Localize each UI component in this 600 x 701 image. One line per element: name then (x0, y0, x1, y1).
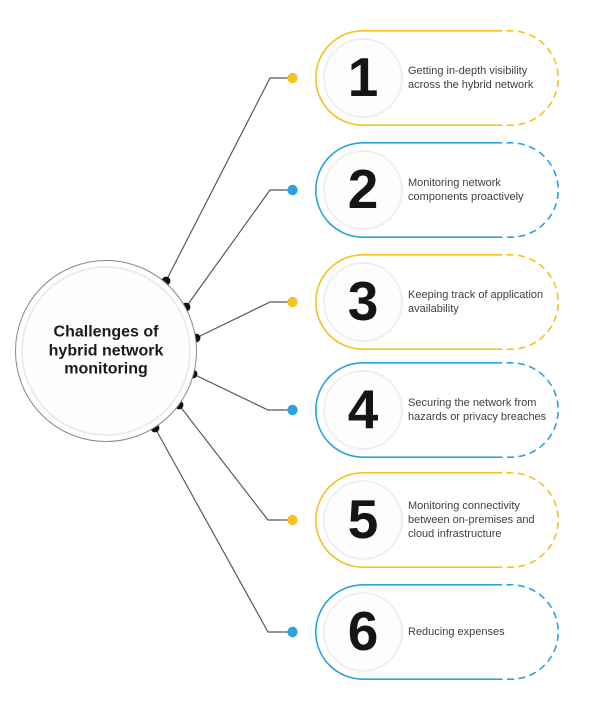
card-number: 5 (347, 487, 379, 550)
card-number: 6 (347, 599, 379, 662)
card-description: Reducing expenses (408, 626, 505, 638)
challenge-card-2: 2 Monitoring network components proactiv… (315, 142, 559, 238)
card-accent-dot (287, 184, 298, 196)
card-description: Getting in-depth visibility across the h… (408, 65, 534, 91)
card-description: Securing the network from hazards or pri… (408, 397, 547, 423)
card-number: 1 (347, 45, 379, 108)
card-description: Keeping track of application availabilit… (408, 289, 544, 315)
card-accent-dot (287, 72, 298, 84)
card-number: 2 (347, 157, 379, 220)
card-number: 3 (347, 269, 379, 332)
card-accent-dot (287, 296, 298, 308)
challenge-card-6: 6 Reducing expenses (315, 584, 559, 680)
number-badge: 2 (323, 150, 403, 230)
connector-line (185, 189, 292, 308)
card-description: Monitoring connectivity between on-premi… (408, 500, 535, 540)
hub-circle: Challenges of hybrid network monitoring (15, 260, 197, 442)
card-border (315, 142, 559, 238)
challenge-card-5: 5 Monitoring connectivity between on-pre… (315, 472, 559, 568)
card-border (315, 584, 559, 680)
number-badge: 1 (323, 38, 403, 118)
number-badge: 6 (323, 592, 403, 672)
card-accent-dot (287, 514, 298, 526)
challenge-card-4: 4 Securing the network from hazards or p… (315, 362, 559, 458)
connector-line (195, 301, 292, 339)
hub-inner-ring (21, 266, 191, 436)
challenge-card-1: 1 Getting in-depth visibility across the… (315, 30, 559, 126)
hub-title: Challenges of hybrid network monitoring (48, 323, 164, 378)
connector-line (154, 427, 292, 633)
card-border (315, 254, 559, 350)
card-accent-dot (287, 404, 298, 416)
number-badge: 3 (323, 262, 403, 342)
number-badge: 5 (323, 480, 403, 560)
card-description: Monitoring network components proactivel… (408, 177, 524, 203)
card-border (315, 362, 559, 458)
card-accent-dot (287, 626, 298, 638)
connector-line (165, 77, 292, 282)
connector-line (192, 373, 292, 411)
card-number: 4 (347, 377, 379, 440)
card-border (315, 30, 559, 126)
challenge-card-3: 3 Keeping track of application availabil… (315, 254, 559, 350)
number-badge: 4 (323, 370, 403, 450)
connector-line (178, 404, 292, 521)
card-border (315, 472, 559, 568)
